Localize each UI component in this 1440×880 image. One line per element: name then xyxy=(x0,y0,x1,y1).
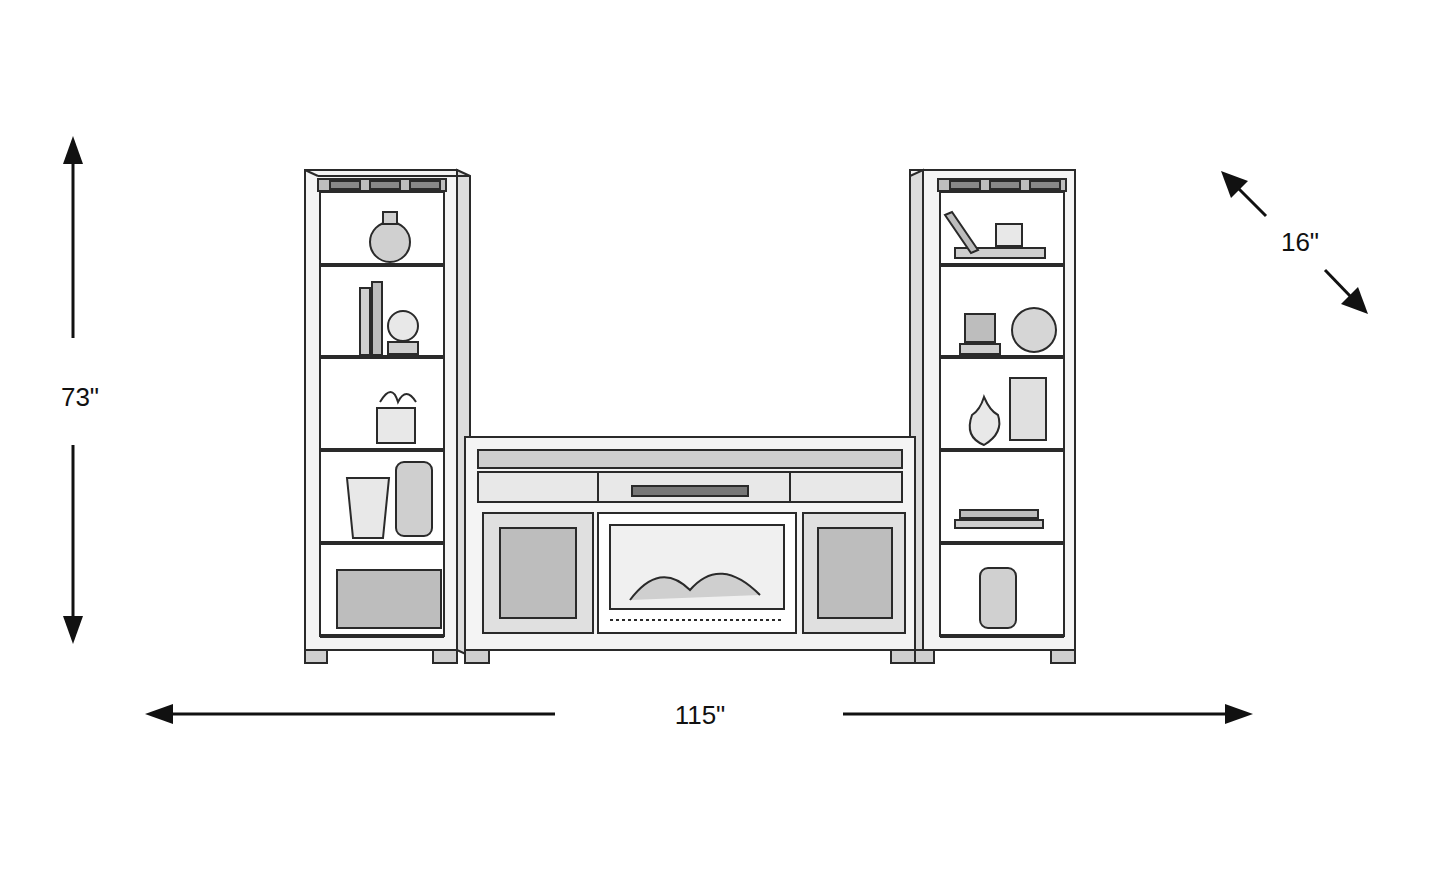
dimension-label: 115" xyxy=(672,701,729,730)
dimension-label: 16" xyxy=(1278,228,1322,257)
dimension-label: 73" xyxy=(58,383,102,412)
